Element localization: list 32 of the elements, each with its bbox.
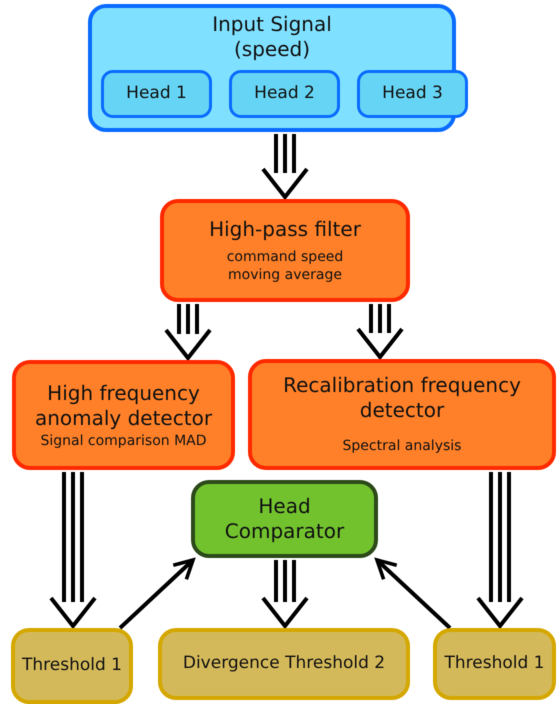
- node-title: Head 1: [126, 83, 187, 105]
- arrow: [49, 470, 97, 630]
- arrow: [118, 558, 195, 630]
- node-subtitle: Signal comparison MAD: [40, 432, 207, 450]
- head-box: [357, 70, 468, 118]
- arrow: [356, 302, 404, 360]
- node-title: Head Comparator: [224, 494, 346, 544]
- node-title: Recalibration frequency detector: [282, 373, 522, 424]
- arrow: [261, 132, 309, 200]
- process-box: [12, 360, 235, 470]
- node-title: Input Signal (speed): [211, 12, 333, 62]
- threshold-box: [158, 628, 410, 700]
- node-title: Threshold 1: [22, 655, 122, 677]
- node-title: Divergence Threshold 2: [182, 653, 386, 675]
- node-title: Head 2: [254, 83, 315, 105]
- arrow: [375, 558, 452, 630]
- node-title: High frequency anomaly detector: [34, 380, 214, 431]
- comparator-box: [191, 480, 378, 558]
- threshold-box: [433, 628, 556, 700]
- node-title: Threshold 1: [444, 653, 544, 675]
- arrow: [164, 302, 212, 362]
- process-box: [160, 199, 410, 302]
- threshold-box: [11, 628, 133, 704]
- node-subtitle: Spectral analysis: [342, 437, 462, 456]
- arrow: [476, 470, 524, 630]
- head-box: [101, 70, 212, 118]
- node-title: High-pass filter: [209, 216, 361, 242]
- node-title: Head 3: [382, 83, 443, 105]
- arrow: [261, 558, 309, 630]
- node-subtitle: command speed moving average: [226, 248, 344, 284]
- head-box: [229, 70, 340, 118]
- process-box: [248, 359, 556, 470]
